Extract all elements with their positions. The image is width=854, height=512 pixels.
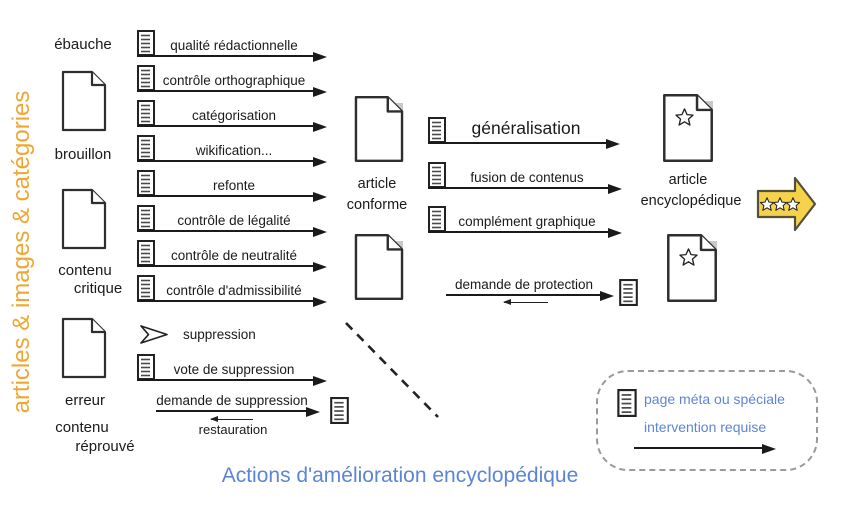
state-contenu-critique-line2: critique — [73, 280, 123, 297]
state-contenu-reprouve-line2: réprouvé — [75, 438, 135, 455]
arrow-controle-admissibilite: contrôle d'admissibilité — [137, 272, 327, 308]
arrow-qualite-redactionnelle: qualité rédactionnelle — [137, 27, 327, 63]
arrow-wikification: wikification... — [137, 132, 327, 168]
arrow-controle-orthographique: contrôle orthographique — [137, 62, 327, 98]
legend-line1: page méta ou spéciale — [644, 391, 785, 407]
arrow-line — [137, 300, 317, 302]
arrow-fusion-contenus: fusion de contenus — [428, 159, 622, 195]
arrow-line — [634, 447, 766, 449]
arrow-head — [608, 228, 622, 239]
document-icon — [353, 233, 405, 301]
action-label: contrôle orthographique — [162, 73, 306, 88]
arrow-head — [313, 227, 327, 238]
action-suppression-label: suppression — [183, 327, 256, 342]
arrow-head — [313, 52, 327, 63]
action-label: contrôle de légalité — [177, 213, 291, 228]
arrow-head — [313, 376, 327, 387]
restauration-return-arrow — [210, 415, 253, 422]
arrow-line — [137, 55, 317, 57]
state-contenu-critique-line1: contenu — [58, 262, 112, 279]
arrow-vote-suppression: vote de suppression — [137, 351, 327, 387]
arrow-line — [428, 187, 612, 189]
action-label: généralisation — [471, 118, 581, 138]
arrow-controle-legalite: contrôle de légalité — [137, 202, 327, 238]
action-label: contrôle de neutralité — [170, 248, 298, 263]
action-label: fusion de contenus — [470, 170, 584, 185]
arrow-categorisation: catégorisation — [137, 97, 327, 133]
arrow-head — [306, 407, 320, 418]
dashed-separator-line — [345, 322, 439, 418]
arrow-line — [428, 142, 610, 144]
action-restauration-label: restauration — [198, 422, 268, 437]
action-label: wikification... — [195, 143, 273, 158]
arrow-line — [137, 195, 317, 197]
state-article-conforme-line2: conforme — [346, 197, 408, 213]
legend-line2: intervention requise — [644, 419, 767, 435]
state-contenu-reprouve-line1: contenu — [55, 419, 109, 436]
legend-box: page méta ou spéciale intervention requi… — [596, 370, 818, 471]
state-article-conforme-line1: article — [357, 176, 397, 192]
action-label: complément graphique — [458, 214, 596, 229]
action-label: contrôle d'admissibilité — [166, 283, 302, 298]
three-star-arrow-icon — [756, 176, 817, 232]
arrow-head — [608, 184, 622, 195]
action-label: qualité rédactionnelle — [170, 38, 298, 53]
arrow-line — [137, 230, 317, 232]
meta-page-icon — [619, 279, 638, 306]
starred-document-icon — [661, 93, 713, 163]
arrow-demande-suppression: demande de suppression — [156, 382, 320, 418]
arrow-head — [313, 87, 327, 98]
state-article-encyclopedique-line1: article — [668, 172, 708, 188]
action-label: refonte — [212, 178, 256, 193]
state-ebauche: ébauche — [54, 36, 112, 53]
arrow-head — [313, 122, 327, 133]
arrow-head — [313, 262, 327, 273]
open-arrow-icon — [140, 325, 168, 344]
arrow-line — [137, 90, 317, 92]
arrow-line — [446, 294, 604, 296]
arrow-head — [313, 157, 327, 168]
state-erreur: erreur — [64, 392, 105, 409]
arrow-head — [313, 192, 327, 203]
starred-document-icon — [665, 233, 717, 303]
action-label: demande de suppression — [156, 393, 308, 408]
meta-page-icon — [617, 389, 637, 417]
action-label: demande de protection — [454, 277, 594, 292]
arrow-controle-neutralite: contrôle de neutralité — [137, 237, 327, 273]
arrow-generalisation: généralisation — [428, 114, 620, 150]
document-icon — [61, 70, 107, 132]
action-label: vote de suppression — [173, 362, 295, 377]
arrow-line — [156, 410, 310, 412]
state-brouillon: brouillon — [54, 146, 112, 163]
diagram-title: Actions d'amélioration encyclopédique — [221, 464, 579, 487]
arrow-line — [137, 379, 317, 381]
arrow-line — [137, 125, 317, 127]
side-axis-label: articles & images & catégories — [8, 90, 35, 414]
arrow-head — [606, 139, 620, 150]
arrow-head — [600, 291, 614, 302]
arrow-head — [313, 297, 327, 308]
action-label: catégorisation — [191, 108, 277, 123]
legend-arrow — [634, 419, 776, 455]
arrow-line — [137, 160, 317, 162]
arrow-line — [137, 265, 317, 267]
document-icon — [61, 188, 107, 250]
arrow-demande-protection: demande de protection — [446, 266, 614, 302]
protection-return-arrow — [503, 298, 548, 305]
arrow-head — [762, 444, 776, 455]
arrow-complement-graphique: complément graphique — [428, 203, 622, 239]
arrow-refonte: refonte — [137, 167, 327, 203]
arrow-line — [428, 231, 612, 233]
document-icon — [61, 317, 107, 379]
document-icon — [353, 95, 405, 163]
state-article-encyclopedique-line2: encyclopédique — [640, 193, 742, 209]
